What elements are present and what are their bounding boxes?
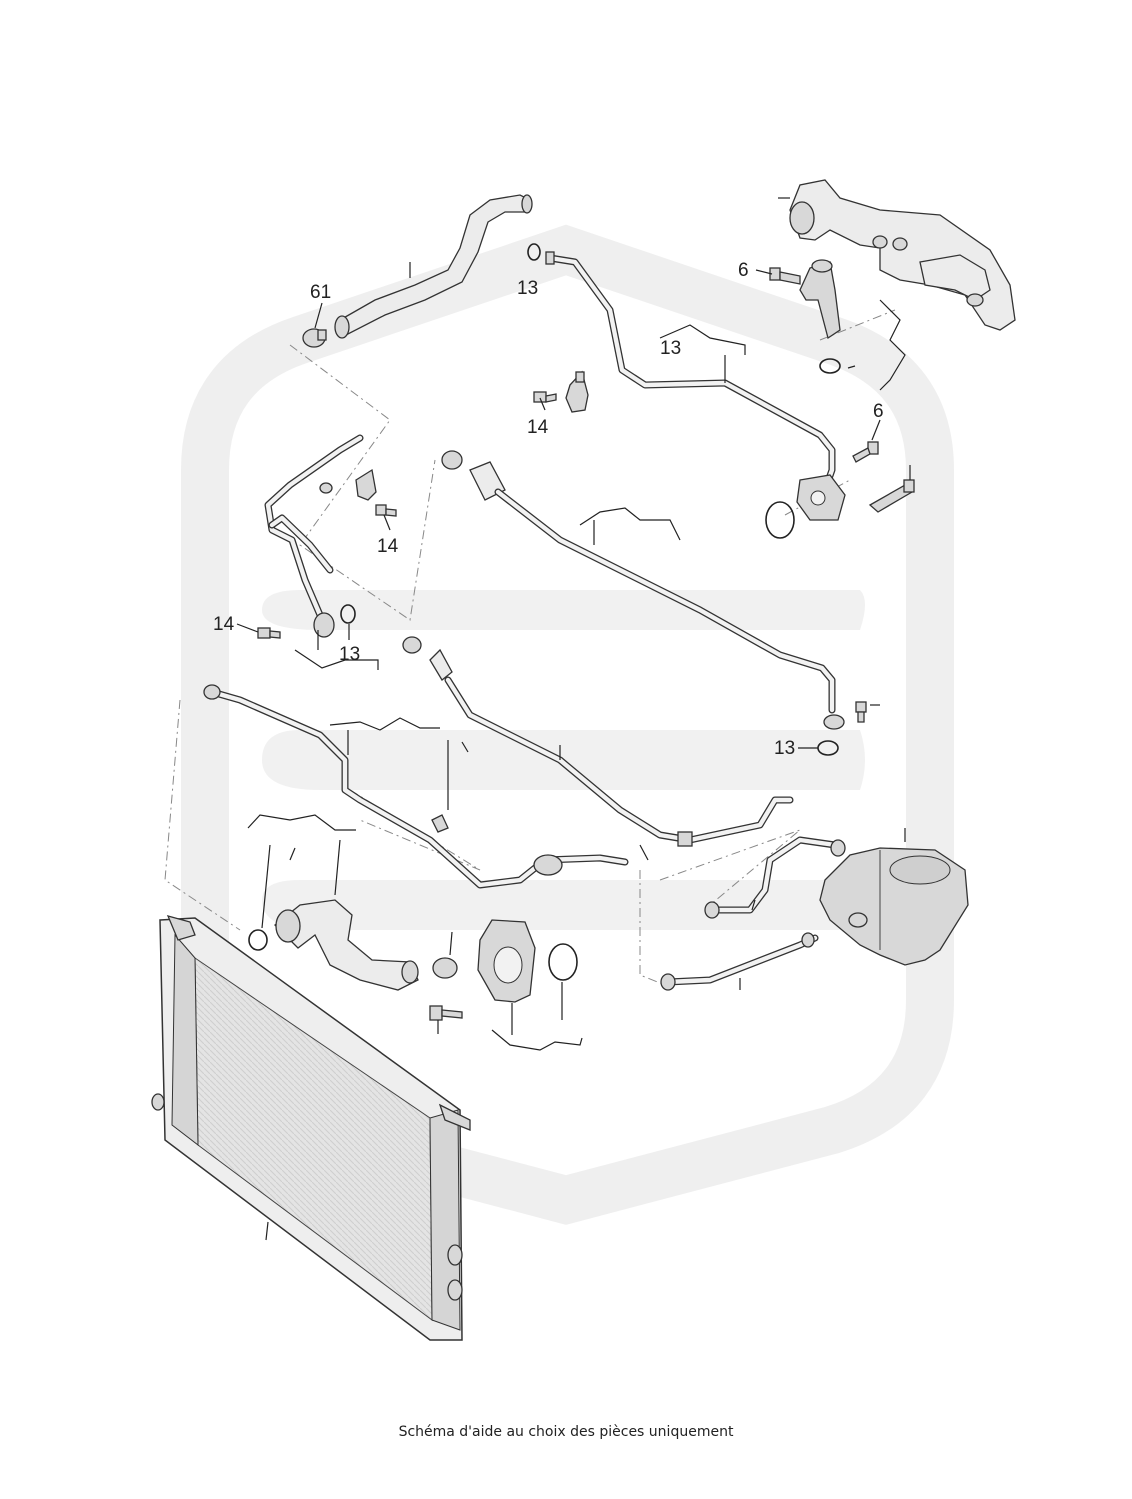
callout-6-top: 6 — [738, 260, 749, 281]
callout-13-right: 13 — [774, 738, 795, 759]
diagram-caption: Schéma d'aide au choix des pièces unique… — [398, 1424, 734, 1440]
callout-14-mid: 14 — [377, 536, 399, 557]
left-bent-pipe — [264, 434, 364, 638]
callout-14-upper: 14 — [527, 417, 549, 438]
leader-lines — [236, 197, 911, 1241]
pipe-clip-upper — [565, 370, 589, 413]
callout-13-left: 13 — [339, 644, 360, 665]
callout-61: 61 — [310, 282, 331, 303]
bolt-14-mid — [375, 504, 397, 517]
hose-clamp-lower — [432, 957, 458, 979]
o-ring-t-connector — [819, 358, 841, 374]
bleed-screw — [868, 479, 915, 513]
o-ring-left — [340, 604, 356, 624]
watermark-logo — [181, 224, 954, 1225]
lower-long-pipe — [203, 684, 629, 889]
radiator — [151, 915, 471, 1341]
hose-clamp-mid — [402, 636, 422, 654]
bolt-flange-housing — [429, 1005, 463, 1021]
pipe-clip-left — [355, 468, 377, 501]
lower-coolant-hose — [274, 899, 419, 991]
pipe-clip-lower — [431, 814, 449, 833]
bolt-6-right — [852, 441, 879, 463]
coolant-flange-housing — [477, 919, 536, 1003]
reservoir-hoses — [660, 836, 846, 991]
callout-14-left: 14 — [213, 614, 235, 635]
callout-6-right: 6 — [873, 401, 884, 422]
pipe-flange-right — [796, 474, 846, 521]
bolt-6-top — [769, 267, 801, 285]
o-ring-lower-hose — [248, 929, 268, 951]
reservoir-supply-pipe — [429, 648, 794, 847]
callout-13-top: 13 — [517, 278, 538, 299]
callouts: 61 13 6 13 14 6 14 14 13 13 — [213, 260, 884, 759]
t-connector — [799, 259, 841, 340]
upper-coolant-hose — [334, 194, 533, 339]
top-right-hose-assembly — [789, 179, 1016, 331]
o-ring-top — [527, 243, 541, 261]
callout-13-mid: 13 — [660, 338, 681, 359]
long-diagonal-pipe — [469, 461, 845, 730]
o-ring-flange-housing — [548, 943, 578, 981]
bolt-14-left — [257, 627, 281, 639]
small-nut — [319, 482, 333, 494]
top-coolant-pipe — [545, 251, 836, 494]
hose-clamp-top-mid — [441, 450, 463, 470]
bolt-14-upper — [533, 391, 557, 403]
hose-clamp-61 — [302, 328, 327, 348]
expansion-reservoir — [819, 847, 969, 966]
o-ring-flange — [765, 501, 795, 539]
bolt-right-mid — [855, 701, 867, 723]
